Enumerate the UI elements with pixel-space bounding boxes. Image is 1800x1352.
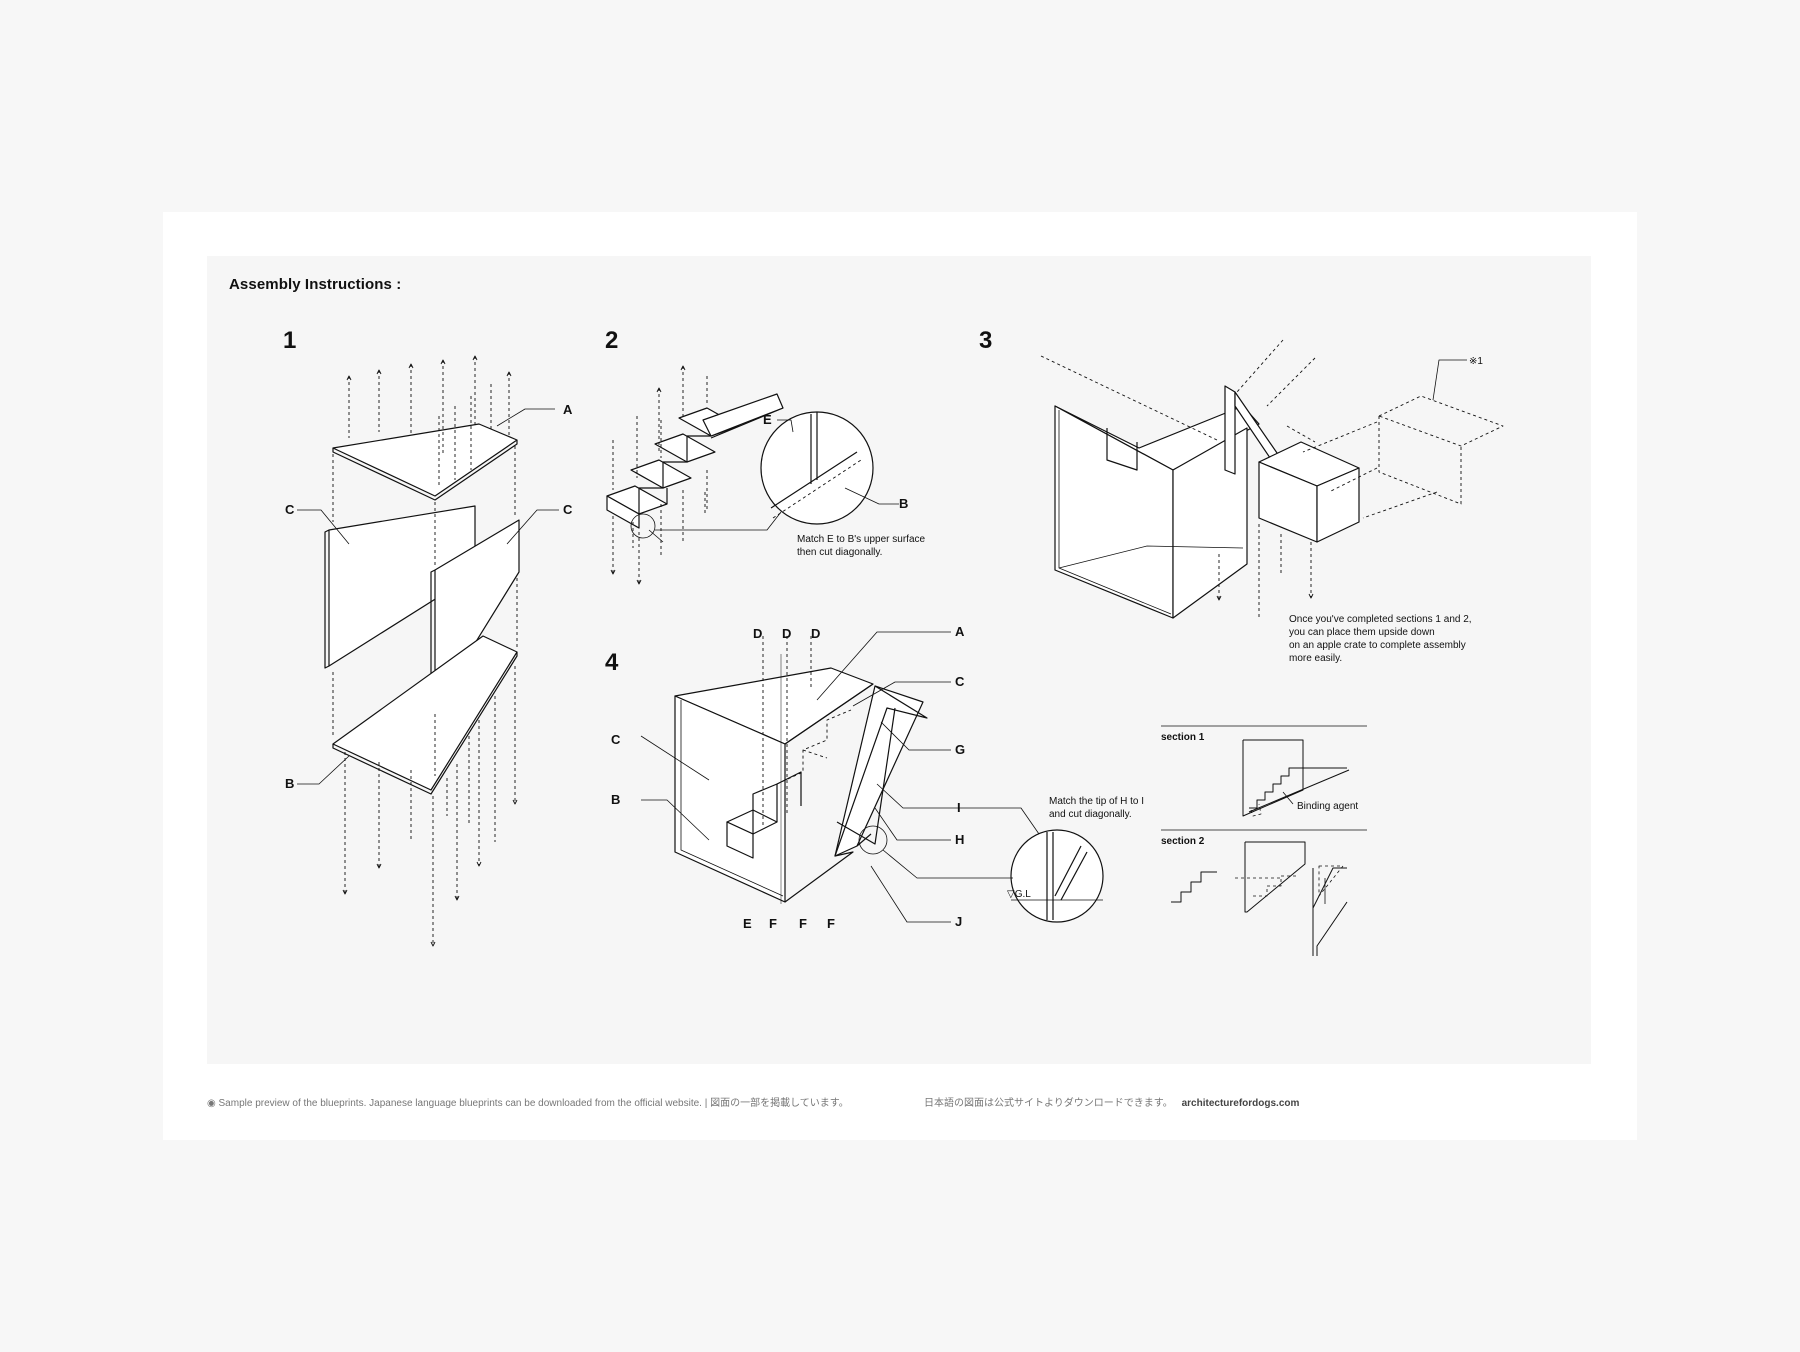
stair-step-3	[654, 433, 716, 463]
section-2-box	[1244, 841, 1306, 913]
step-3-note-line-4: more easily.	[1289, 653, 1342, 664]
step-3-number: 3	[979, 327, 992, 354]
section-2-title: section 2	[1161, 836, 1205, 847]
section-1-outline	[1242, 739, 1304, 817]
step-2-note-line-1: Match E to B's upper surface	[797, 534, 926, 545]
assembly-heading: Assembly Instructions :	[229, 276, 402, 293]
step-4-label-d-2: D	[782, 626, 791, 641]
step-4-label-f-3: F	[827, 916, 835, 931]
section-diagrams: section 1 Binding agent section 2	[1161, 725, 1367, 956]
step-4-label-a: A	[955, 624, 965, 639]
step-4-label-i: I	[957, 800, 961, 815]
step-4-label-f-1: F	[769, 916, 777, 931]
step-4-label-h: H	[955, 832, 964, 847]
panel-b	[332, 635, 518, 791]
step-3-dashed-crate	[1040, 339, 1504, 618]
box-inner-step	[1106, 428, 1138, 471]
footer: ◉ Sample preview of the blueprints. Japa…	[207, 1094, 1299, 1109]
step-4-note-line-1: Match the tip of H to I	[1049, 796, 1144, 807]
blueprint-panel: Assembly Instructions : 1	[207, 256, 1591, 1064]
step-3-note-line-2: you can place them upside down	[1289, 627, 1435, 638]
step-2-number: 2	[605, 327, 618, 354]
stair-step-2	[630, 459, 692, 489]
step-4-dashed-stairs	[762, 636, 852, 826]
step-1-diagram: 1	[283, 327, 573, 946]
step-4-detail-marker	[858, 825, 888, 855]
step-4-label-c-left: C	[611, 732, 621, 747]
step-4-label-j: J	[955, 914, 962, 929]
section-2-stairs	[1171, 871, 1217, 903]
footer-jp-download: 日本語の図面は公式サイトよりダウンロードできます。	[924, 1098, 1173, 1109]
step-2-detail-marker	[630, 513, 656, 539]
step-2-label-b: B	[899, 496, 908, 511]
step-4-number: 4	[605, 649, 619, 676]
assembled-frame	[834, 685, 924, 857]
step-4-label-d-3: D	[811, 626, 820, 641]
step-2-diagram: 2	[605, 327, 926, 584]
step-1-number: 1	[283, 327, 296, 354]
assembly-drawing: 1	[283, 327, 1504, 956]
step-4-label-g: G	[955, 742, 965, 757]
step-1-guides	[332, 356, 518, 946]
step-2-note-line-2: then cut diagonally.	[797, 547, 882, 558]
section-1-title: section 1	[1161, 732, 1205, 743]
step-4-label-f-2: F	[799, 916, 807, 931]
step-2-label-e: E	[763, 412, 772, 427]
step-4-note-line-2: and cut diagonally.	[1049, 809, 1132, 820]
blueprint-card: Assembly Instructions : 1	[163, 212, 1637, 1140]
footer-download-info: 日本語の図面は公式サイトよりダウンロードできます。 architecturefo…	[924, 1094, 1299, 1109]
panel-a	[332, 423, 518, 497]
step-3-note-line-3: on an apple crate to complete assembly	[1289, 640, 1466, 651]
step-1-label-a: A	[563, 402, 573, 417]
crate-front	[1316, 467, 1360, 543]
box-side-panel	[1054, 405, 1174, 619]
step-4-label-d-1: D	[753, 626, 762, 641]
step-4-label-e: E	[743, 916, 752, 931]
step-3-note-line-1: Once you've completed sections 1 and 2,	[1289, 614, 1472, 625]
step-3-diagram: 3	[979, 327, 1504, 664]
step-4-diagram: 4	[605, 624, 1144, 931]
step-4-label-b: B	[611, 792, 620, 807]
footer-preview-note: ◉ Sample preview of the blueprints. Japa…	[207, 1098, 849, 1109]
step-4-ground-level: ▽G.L	[1007, 889, 1031, 900]
section-1-stairs	[1249, 767, 1347, 809]
step-4-label-c-right: C	[955, 674, 965, 689]
step-4-detail-circle	[1010, 829, 1104, 923]
box-front-panel	[1172, 427, 1248, 619]
step-1-label-c-left: C	[285, 502, 295, 517]
guide-arrowheads	[342, 355, 1314, 947]
section-1-binding-agent: Binding agent	[1297, 801, 1358, 812]
step-1-label-c-right: C	[563, 502, 573, 517]
footer-site-link[interactable]: architecturefordogs.com	[1181, 1098, 1300, 1109]
step-1-label-b: B	[285, 776, 294, 791]
frame-upright	[1224, 385, 1236, 475]
step-3-ref-mark: ※1	[1469, 356, 1483, 367]
